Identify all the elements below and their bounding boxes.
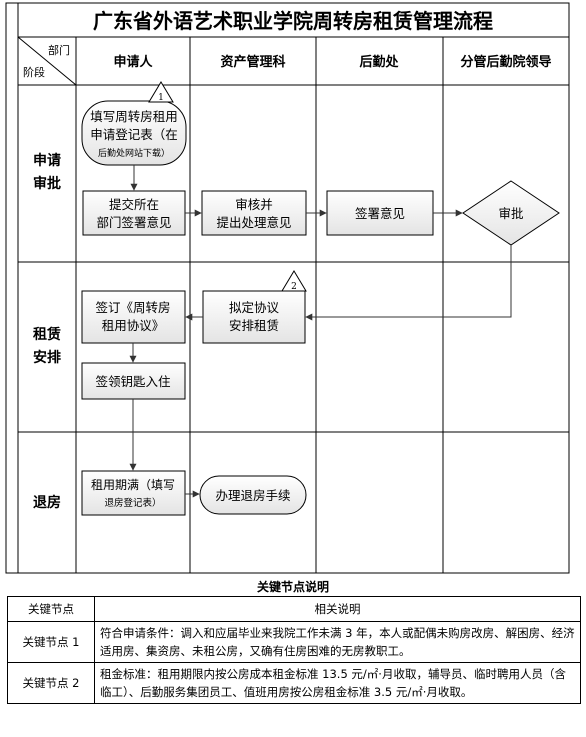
svg-text:部门签署意见: 部门签署意见	[96, 215, 171, 230]
svg-text:2: 2	[291, 282, 297, 292]
svg-text:租用期满（填写: 租用期满（填写	[91, 478, 175, 492]
node-fill-application-form: 填写周转房租用 申请登记表（在 后勤处网站下载）	[81, 100, 187, 166]
stage-apply-line1: 申请	[33, 152, 61, 169]
page-title: 广东省外语艺术职业学院周转房租赁管理流程	[93, 9, 493, 33]
notes-key-1: 关键节点 1	[7, 621, 95, 663]
svg-text:拟定协议: 拟定协议	[229, 300, 280, 315]
notes-header-desc: 相关说明	[94, 596, 581, 622]
svg-text:1: 1	[158, 93, 164, 103]
node-sign-agreement: 签订《周转房 租用协议》	[81, 290, 186, 344]
svg-text:安排租赁: 安排租赁	[229, 318, 279, 333]
notes-desc-1: 符合申请条件：调入和应届毕业来我院工作未满 3 年，本人或配偶未购房改房、解困房…	[94, 621, 581, 663]
svg-text:后勤处网站下载）: 后勤处网站下载）	[98, 147, 170, 159]
svg-text:租用协议》: 租用协议》	[102, 318, 165, 333]
svg-text:签署意见: 签署意见	[355, 206, 405, 221]
svg-text:提出处理意见: 提出处理意见	[216, 215, 291, 230]
svg-text:办理退房手续: 办理退房手续	[215, 488, 290, 503]
svg-text:填写周转房租用: 填写周转房租用	[90, 109, 178, 124]
flow-arrows	[129, 165, 512, 498]
node-review: 审核并 提出处理意见	[201, 190, 307, 236]
notes-desc-2: 租金标准：租用期限内按公房成本租金标准 13.5 元/㎡·月收取，辅导员、临时聘…	[94, 662, 581, 704]
node-approve-decision: 审批	[462, 180, 560, 246]
notes-title: 关键节点说明	[256, 580, 329, 594]
node-department-sign: 提交所在 部门签署意见	[82, 190, 186, 236]
column-logistics: 后勤处	[359, 54, 399, 70]
node-logistics-sign: 签署意见	[326, 190, 434, 236]
table-row: 关键节点 2 租金标准：租用期限内按公房成本租金标准 13.5 元/㎡·月收取，…	[7, 662, 581, 704]
svg-text:申请登记表（在: 申请登记表（在	[90, 127, 178, 142]
stage-lease-line2: 安排	[33, 349, 61, 366]
arrow-approve-to-draft	[305, 245, 512, 321]
svg-text:审核并: 审核并	[235, 197, 273, 212]
header-dept-label: 部门	[48, 43, 70, 57]
node-lease-expire: 租用期满（填写 退房登记表）	[81, 470, 186, 516]
header-stage-label: 阶段	[23, 65, 45, 79]
node-checkout: 办理退房手续	[199, 475, 307, 515]
notes-header-node: 关键节点	[7, 596, 95, 622]
column-asset-management: 资产管理科	[220, 54, 285, 70]
key-notes-table: 关键节点 相关说明 关键节点 1 符合申请条件：调入和应届毕业来我院工作未满 3…	[7, 596, 581, 704]
notes-key-2: 关键节点 2	[7, 662, 95, 704]
node-draft-agreement: 拟定协议 安排租赁	[202, 290, 306, 344]
stage-lease-line1: 租赁	[33, 326, 61, 343]
column-applicant: 申请人	[113, 54, 153, 70]
svg-text:退房登记表）: 退房登记表）	[104, 497, 161, 509]
stage-apply-line2: 审批	[33, 175, 61, 192]
node-receive-key: 签领钥匙入住	[81, 362, 186, 400]
svg-text:审批: 审批	[498, 206, 523, 221]
column-vice-president: 分管后勤院领导	[460, 54, 551, 70]
svg-text:提交所在: 提交所在	[109, 197, 159, 212]
swimlane-grid	[17, 36, 570, 574]
table-row: 关键节点 1 符合申请条件：调入和应届毕业来我院工作未满 3 年，本人或配偶未购…	[7, 621, 581, 663]
key-node-marker-2: 2	[281, 270, 307, 292]
svg-text:签订《周转房: 签订《周转房	[95, 300, 170, 315]
stage-checkout-line1: 退房	[33, 494, 61, 511]
notes-header-row: 关键节点 相关说明	[7, 596, 581, 622]
svg-text:签领钥匙入住: 签领钥匙入住	[95, 374, 171, 389]
key-node-marker-1: 1	[148, 81, 174, 103]
